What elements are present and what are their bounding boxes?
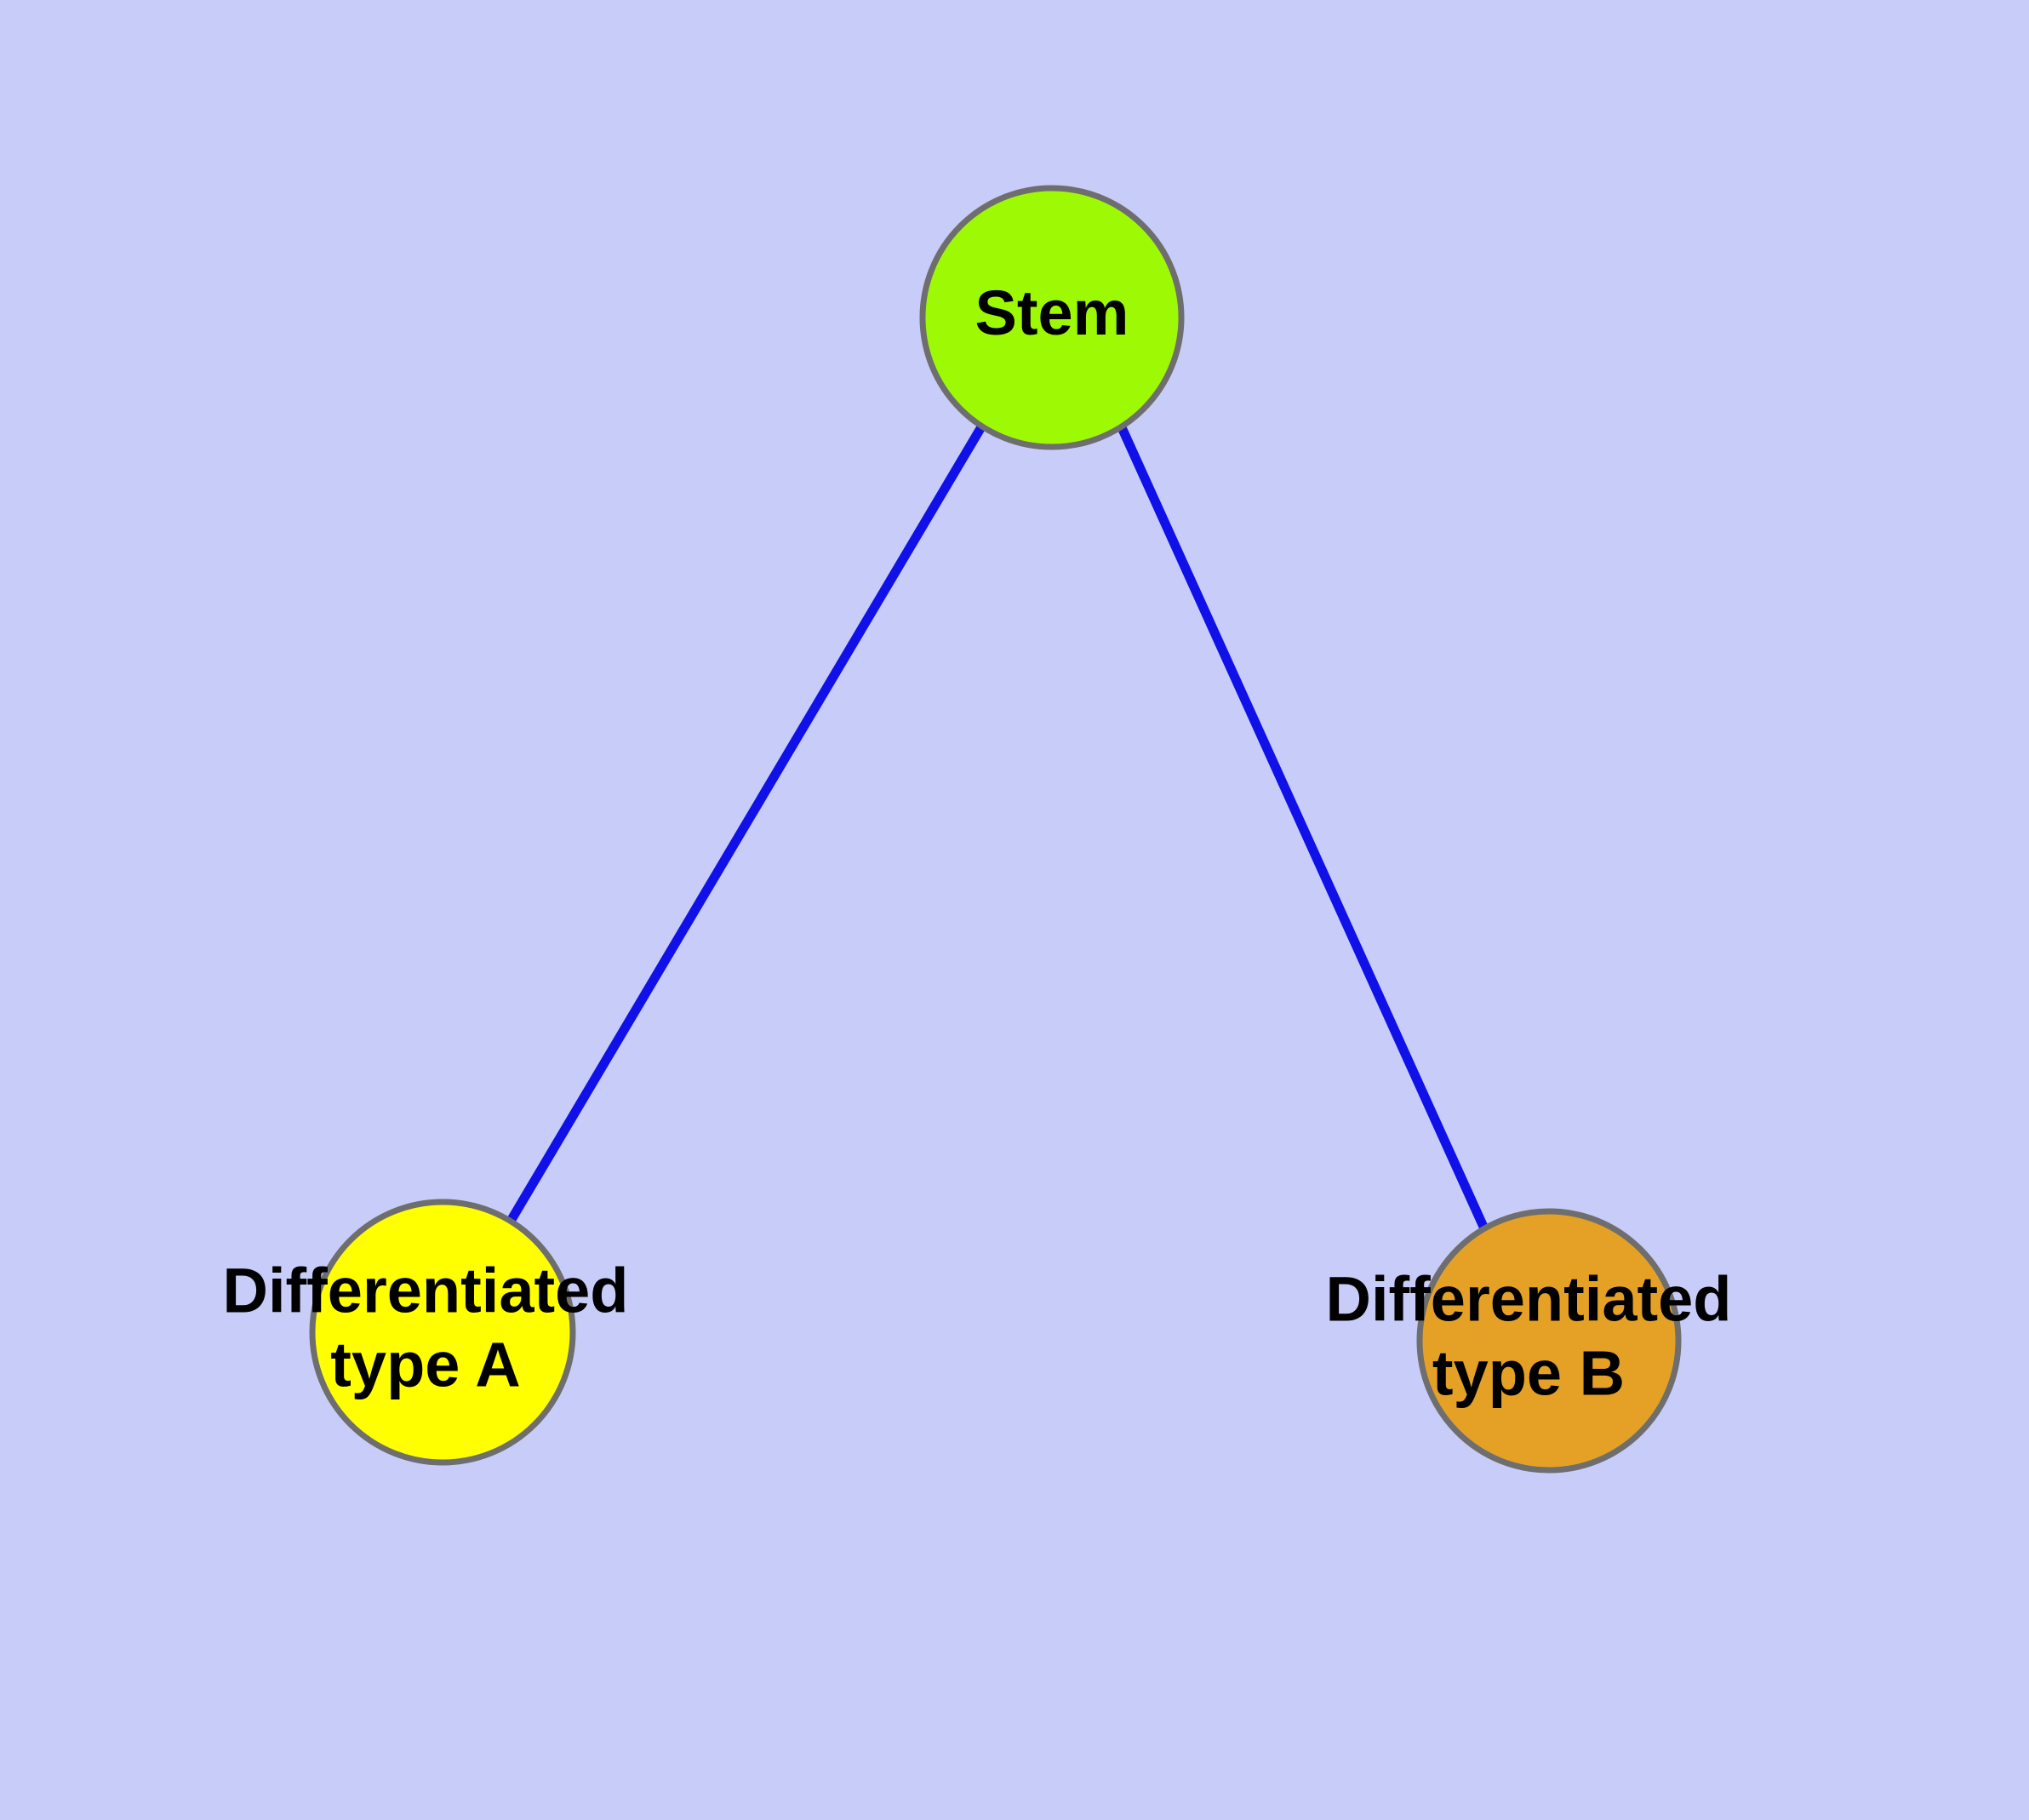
node-label-stem: Stem xyxy=(975,278,1129,348)
node-diff-type-b[interactable] xyxy=(1416,1208,1682,1474)
node-diff-type-a[interactable] xyxy=(309,1199,576,1466)
edge-layer xyxy=(506,423,1489,1229)
node-label-line: Differentiated xyxy=(223,1255,629,1325)
node-circle-diff-type-b[interactable] xyxy=(1416,1208,1682,1474)
edge-stem-to-a[interactable] xyxy=(506,423,986,1225)
node-label-line: Differentiated xyxy=(1326,1263,1732,1334)
node-circle-diff-type-a[interactable] xyxy=(309,1199,576,1466)
node-label-line: type A xyxy=(330,1329,520,1399)
node-label-line: Stem xyxy=(975,278,1129,348)
node-stem[interactable] xyxy=(919,185,1185,450)
node-circle-stem[interactable] xyxy=(919,185,1185,450)
node-label-line: type B xyxy=(1432,1337,1625,1408)
edge-stem-to-b[interactable] xyxy=(1116,423,1489,1229)
